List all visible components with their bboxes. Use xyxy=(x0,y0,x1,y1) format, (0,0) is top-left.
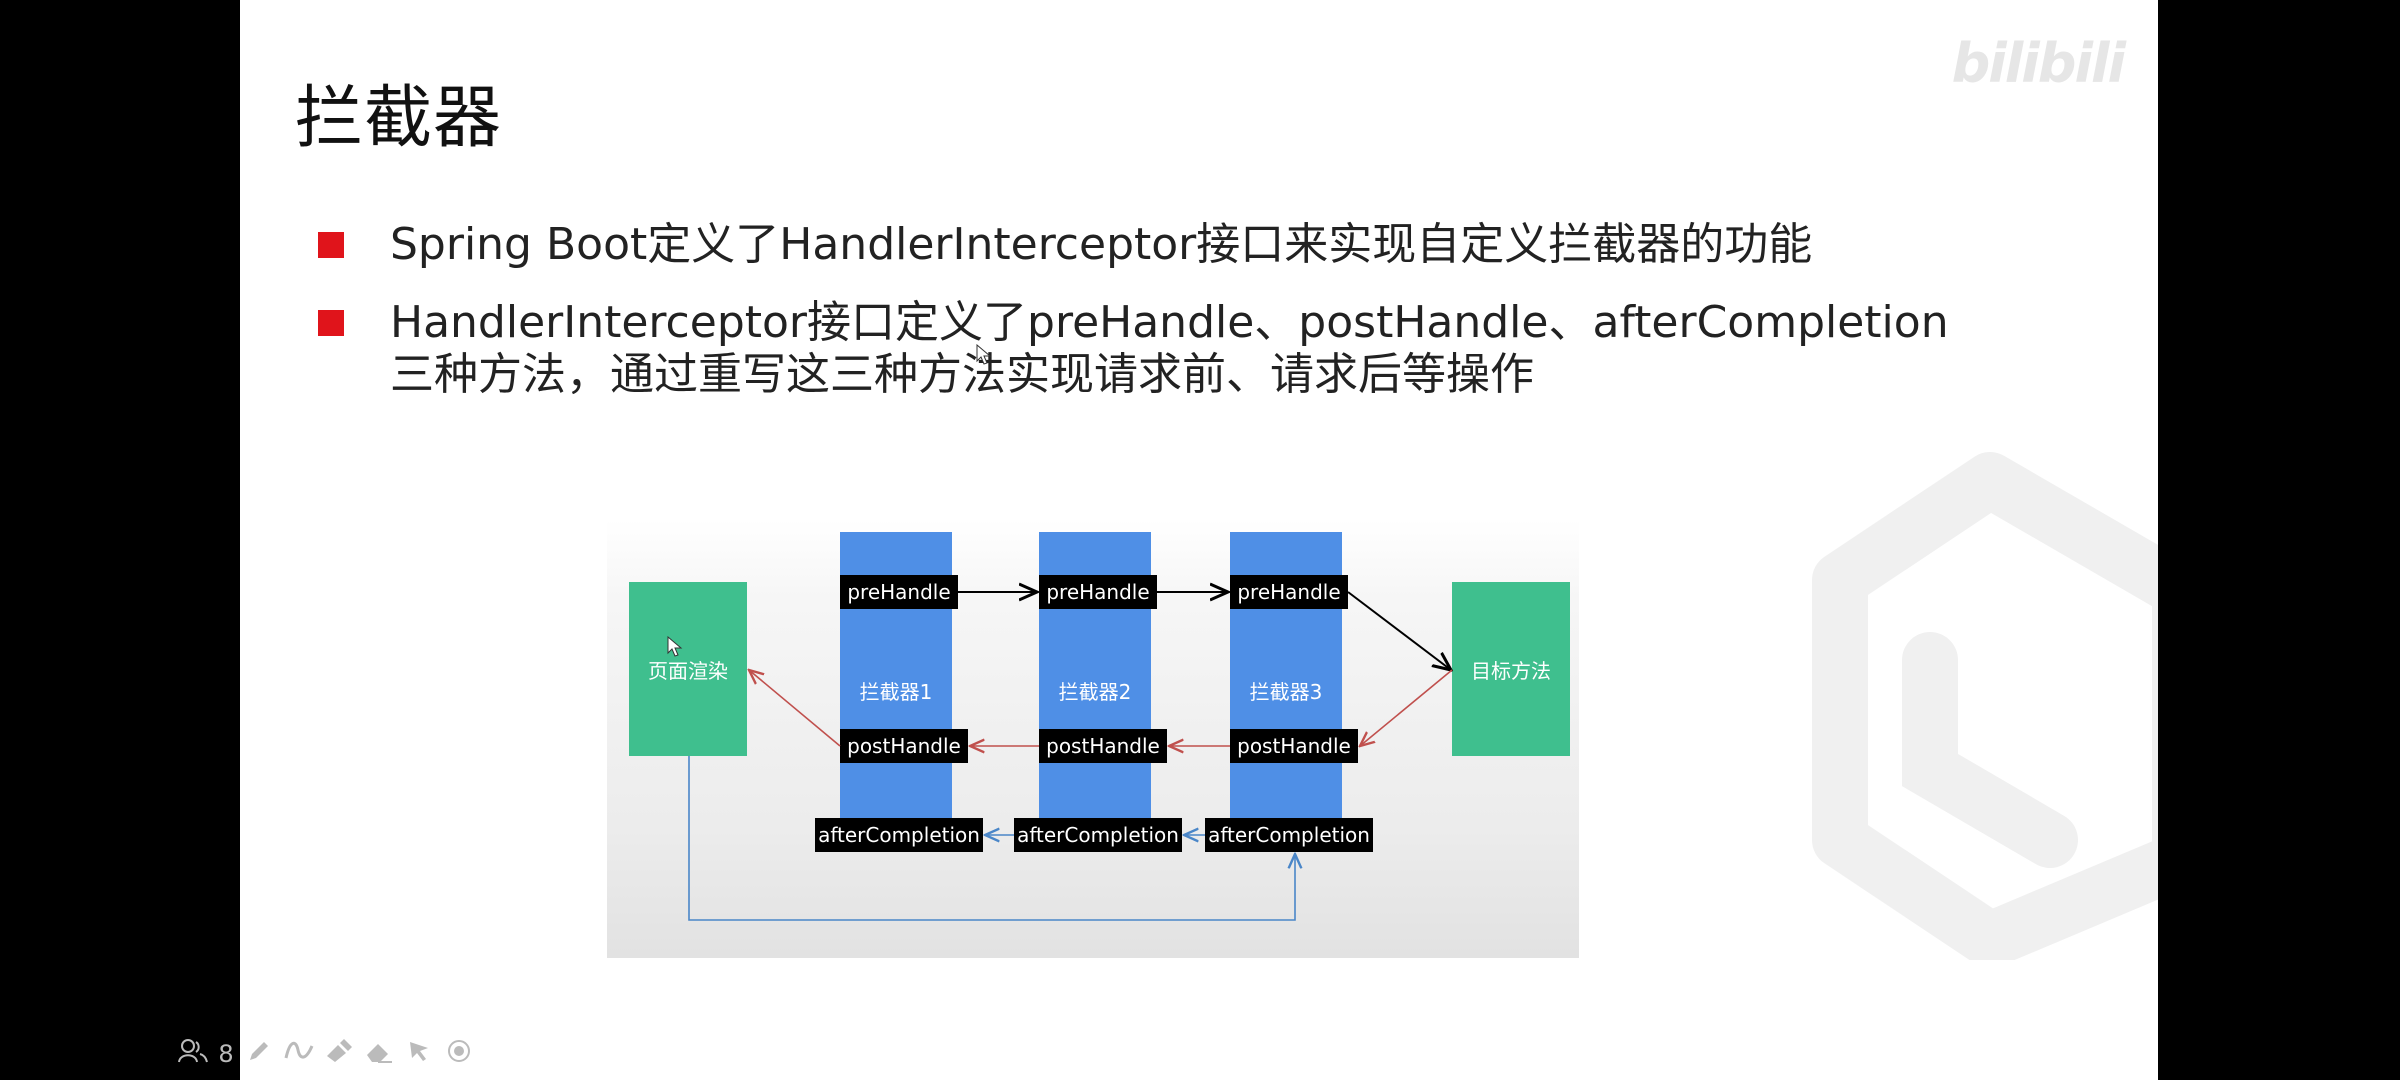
mouse-cursor-icon xyxy=(976,344,992,365)
bilibili-watermark-logo: bilibili xyxy=(1951,32,2126,95)
annotation-toolbar: 8 xyxy=(178,1036,474,1072)
left-letterbox xyxy=(0,0,240,1080)
post-arrow xyxy=(749,670,841,747)
aftercompletion-tag: afterCompletion xyxy=(1014,818,1182,852)
page-render-box: 页面渲染 xyxy=(629,582,747,756)
record-icon[interactable] xyxy=(444,1038,474,1071)
prehandle-tag: preHandle xyxy=(1039,575,1157,609)
decorative-logo-shape xyxy=(1812,452,2158,960)
interceptor-label: 拦截器1 xyxy=(859,680,933,704)
pre-arrow xyxy=(1347,591,1451,670)
page-count: 8 xyxy=(218,1040,234,1068)
interceptor-label: 拦截器2 xyxy=(1058,680,1132,704)
aftercompletion-tag: afterCompletion xyxy=(815,818,983,852)
red-square-bullet-icon xyxy=(318,232,344,258)
right-letterbox xyxy=(2158,0,2400,1080)
target-method-box: 目标方法 xyxy=(1452,582,1570,756)
interceptor-flow-diagram: 页面渲染 目标方法 拦截器1 拦截器2 拦截器3 preHandle preHa… xyxy=(607,520,1579,958)
people-icon[interactable] xyxy=(178,1038,208,1071)
bullet-text: Spring Boot定义了HandlerInterceptor接口来实现自定义… xyxy=(390,219,1813,270)
mouse-cursor-icon xyxy=(667,636,683,657)
pen-icon[interactable] xyxy=(244,1038,274,1071)
slide-title: 拦截器 xyxy=(295,79,503,158)
posthandle-tag: postHandle xyxy=(1039,729,1167,763)
prehandle-tag: preHandle xyxy=(840,575,958,609)
prehandle-tag: preHandle xyxy=(1230,575,1348,609)
eraser-icon[interactable] xyxy=(364,1038,394,1071)
pointer-icon[interactable] xyxy=(404,1038,434,1071)
red-square-bullet-icon xyxy=(318,310,344,336)
interceptor-label: 拦截器3 xyxy=(1249,680,1323,704)
curve-icon[interactable] xyxy=(284,1038,314,1071)
slide: 拦截器 bilibili Spring Boot定义了HandlerInterc… xyxy=(240,0,2158,1080)
after-arrow xyxy=(688,756,1295,921)
flow-arrows xyxy=(688,520,1579,921)
posthandle-tag: postHandle xyxy=(1230,729,1358,763)
aftercompletion-tag: afterCompletion xyxy=(1205,818,1373,852)
post-arrow xyxy=(1360,669,1453,746)
posthandle-tag: postHandle xyxy=(840,729,968,763)
bullet-text-line2: 三种方法，通过重写这三种方法实现请求前、请求后等操作 xyxy=(390,349,1534,400)
highlighter-icon[interactable] xyxy=(324,1038,354,1071)
bullet-text: HandlerInterceptor接口定义了preHandle、postHan… xyxy=(390,297,1949,348)
